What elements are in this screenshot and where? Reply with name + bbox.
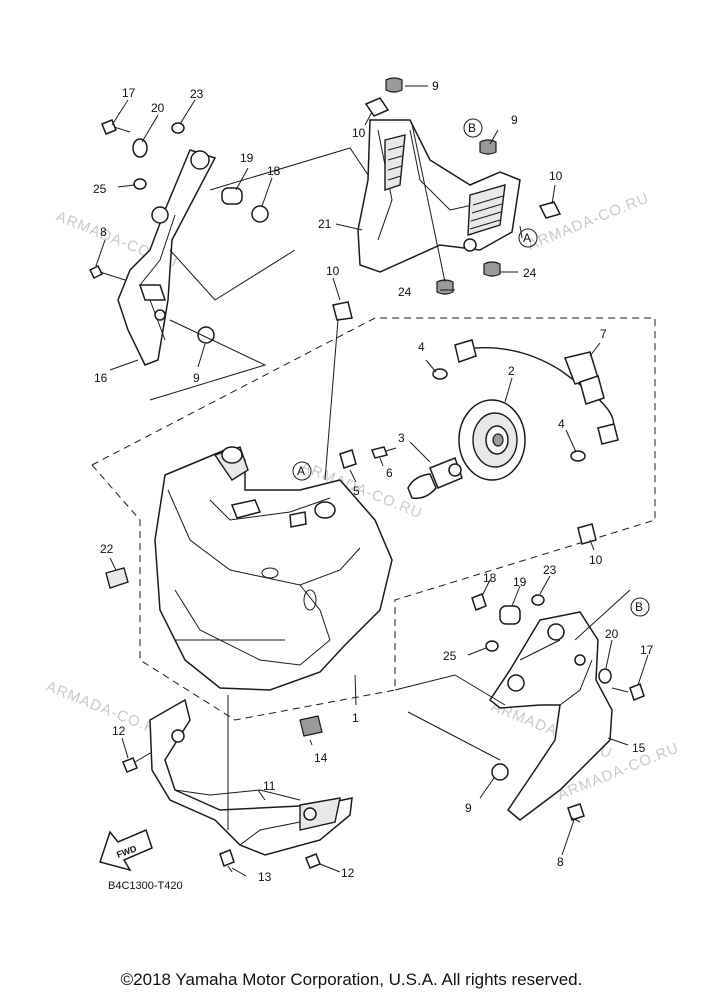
callout-3: 3 — [398, 431, 405, 445]
bulb-and-wiring — [339, 339, 619, 500]
callout-17-upper: 17 — [122, 86, 136, 100]
callout-9-lower: 9 — [465, 801, 472, 815]
callout-18-lower: 18 — [483, 571, 497, 585]
callout-12-left: 12 — [112, 724, 126, 738]
diagram-code: B4C1300-T420 — [108, 880, 183, 892]
callout-9-left: 9 — [193, 371, 200, 385]
callout-9-topright: 9 — [511, 113, 518, 127]
leaders-top-right — [335, 85, 556, 291]
callout-11: 11 — [263, 779, 276, 793]
ref-marks: B A A B — [292, 118, 650, 617]
callout-14: 14 — [314, 751, 328, 765]
callout-10-mid: 10 — [326, 264, 340, 278]
callout-9-top: 9 — [432, 79, 439, 93]
ref-b-top: B — [468, 121, 476, 135]
callout-4-right: 4 — [558, 417, 565, 431]
leaders-middle — [324, 277, 601, 706]
callout-8-upper: 8 — [100, 225, 107, 239]
leaders-upper-left — [95, 99, 406, 401]
clip-22 — [105, 567, 129, 589]
callout-24-left: 24 — [398, 285, 412, 299]
bracket-15 — [488, 611, 613, 821]
callout-10-right: 10 — [589, 553, 603, 567]
callout-10-top: 10 — [352, 126, 366, 140]
callout-17-lower: 17 — [640, 643, 654, 657]
copyright-notice: ©2018 Yamaha Motor Corporation, U.S.A. A… — [120, 970, 583, 989]
callout-12-lower: 12 — [341, 866, 355, 880]
callout-8-lower: 8 — [557, 855, 564, 869]
callout-16: 16 — [94, 371, 108, 385]
callout-18-upper: 18 — [267, 164, 281, 178]
callout-6: 6 — [386, 466, 393, 480]
callout-20-lower: 20 — [605, 627, 619, 641]
watermark-2: ARMADA-CO.RU — [525, 189, 651, 253]
callout-15: 15 — [632, 741, 646, 755]
callout-23-upper: 23 — [190, 87, 204, 101]
leaders-lower — [121, 695, 341, 877]
callout-2: 2 — [508, 364, 515, 378]
ref-b-right: B — [635, 600, 643, 614]
ref-a-center: A — [297, 464, 305, 478]
fasteners-upper-left — [88, 119, 269, 344]
fasteners-right — [471, 593, 645, 823]
fwd-arrow: FWD — [99, 828, 153, 872]
cowl-21 — [357, 119, 521, 273]
assembly-outline — [91, 317, 656, 721]
callout-5: 5 — [353, 484, 360, 498]
callout-4-left: 4 — [418, 340, 425, 354]
callout-1: 1 — [352, 711, 359, 725]
callout-23-lower: 23 — [543, 563, 557, 577]
leaders-right — [394, 575, 649, 856]
bracket-11 — [149, 698, 353, 856]
callout-7: 7 — [600, 327, 607, 341]
callout-25-upper: 25 — [93, 182, 107, 196]
callout-20-upper: 20 — [151, 101, 165, 115]
callout-21: 21 — [318, 217, 332, 231]
fasteners-lower — [122, 715, 323, 873]
callout-22: 22 — [100, 542, 114, 556]
callout-19-lower: 19 — [513, 575, 527, 589]
headlight-body — [154, 446, 393, 691]
callout-10-topright: 10 — [549, 169, 563, 183]
ref-a-right: A — [523, 231, 531, 245]
callout-19-upper: 19 — [240, 151, 254, 165]
callout-13: 13 — [258, 870, 272, 884]
bracket-16 — [117, 149, 217, 366]
callout-24-right: 24 — [523, 266, 537, 280]
callout-25-lower: 25 — [443, 649, 457, 663]
callout-numbers: 17 20 23 19 18 25 8 16 9 9 10 9 10 21 24… — [93, 79, 654, 884]
